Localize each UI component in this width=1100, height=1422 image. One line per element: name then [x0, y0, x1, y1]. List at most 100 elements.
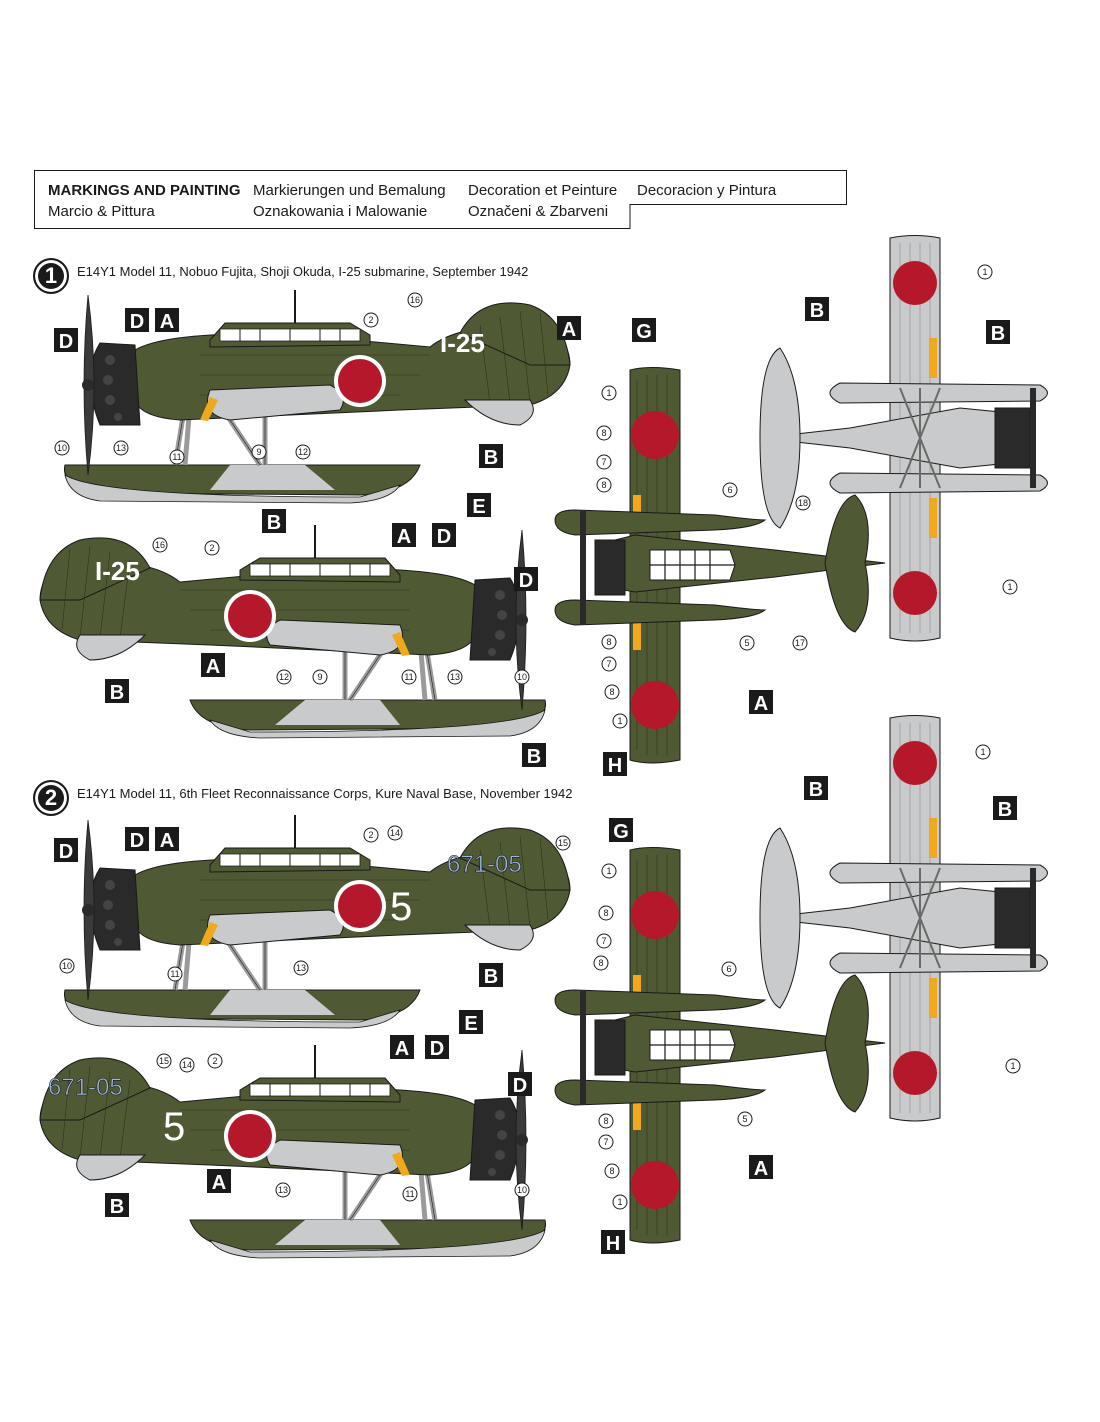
label-a: A: [557, 316, 581, 341]
svg-text:7: 7: [603, 1137, 608, 1147]
scheme-1-number: 1: [33, 258, 69, 294]
label-b: B: [986, 320, 1010, 345]
svg-text:1: 1: [1010, 1061, 1015, 1071]
label-b: B: [993, 796, 1017, 821]
callout-10: 10: [59, 958, 75, 974]
svg-text:15: 15: [558, 838, 568, 848]
title-es: Decoracion y Pintura: [637, 182, 777, 199]
label-a: A: [392, 523, 416, 548]
svg-text:11: 11: [404, 672, 413, 682]
callout-16: 16: [152, 537, 168, 553]
svg-text:B: B: [267, 512, 281, 534]
callout-1: 1: [975, 744, 991, 760]
callout-8: 8: [601, 634, 617, 650]
callout-11: 11: [401, 669, 417, 685]
label-g: G: [609, 818, 633, 843]
callout-10: 10: [54, 440, 70, 456]
svg-text:2: 2: [209, 543, 214, 553]
label-b: B: [805, 297, 829, 322]
label-d: D: [425, 1035, 449, 1060]
callout-12: 12: [295, 444, 311, 460]
svg-text:A: A: [206, 656, 220, 678]
label-b: B: [262, 509, 286, 534]
svg-text:1: 1: [606, 388, 611, 398]
label-e: E: [467, 493, 491, 518]
svg-text:15: 15: [159, 1056, 169, 1066]
label-d: D: [54, 838, 78, 863]
callout-8: 8: [593, 955, 609, 971]
callout-1: 1: [612, 713, 628, 729]
scheme-2-fuselage-number-left: 5: [390, 885, 412, 929]
svg-text:2: 2: [368, 315, 373, 325]
svg-text:2: 2: [212, 1056, 217, 1066]
scheme-2-caption: E14Y1 Model 11, 6th Fleet Reconnaissance…: [77, 786, 573, 801]
svg-text:10: 10: [57, 443, 67, 453]
callout-13: 13: [113, 440, 129, 456]
svg-text:1: 1: [982, 267, 987, 277]
callout-10: 10: [514, 669, 530, 685]
svg-text:14: 14: [390, 828, 400, 838]
callout-11: 11: [167, 966, 183, 982]
label-h: H: [603, 752, 627, 777]
svg-text:A: A: [160, 830, 174, 852]
svg-text:1: 1: [1007, 582, 1012, 592]
callout-14: 14: [387, 825, 403, 841]
scheme-2-bottom-view: [760, 716, 1048, 1122]
title-cz: Označeni & Zbarveni: [468, 203, 609, 220]
scheme-2-number: 2: [33, 780, 69, 816]
label-e: E: [459, 1010, 483, 1035]
svg-text:14: 14: [182, 1060, 192, 1070]
callout-11: 11: [169, 449, 185, 465]
label-b: B: [479, 444, 503, 469]
svg-text:17: 17: [795, 638, 805, 648]
callout-1: 1: [612, 1194, 628, 1210]
svg-text:16: 16: [410, 295, 420, 305]
svg-text:D: D: [59, 841, 73, 863]
callout-1: 1: [601, 863, 617, 879]
svg-text:G: G: [613, 821, 629, 843]
svg-text:2: 2: [368, 830, 373, 840]
title-en: MARKINGS AND PAINTING: [48, 182, 241, 199]
svg-text:D: D: [519, 570, 533, 592]
svg-text:5: 5: [742, 1114, 747, 1124]
scheme-1-bottom-view: [760, 236, 1048, 642]
svg-text:8: 8: [606, 637, 611, 647]
callout-8: 8: [598, 1113, 614, 1129]
label-a: A: [749, 1155, 773, 1180]
svg-text:A: A: [562, 319, 576, 341]
svg-text:8: 8: [601, 428, 606, 438]
svg-text:6: 6: [726, 964, 731, 974]
svg-text:9: 9: [256, 447, 261, 457]
svg-text:11: 11: [170, 969, 179, 979]
label-b: B: [105, 1193, 129, 1218]
svg-text:B: B: [991, 323, 1005, 345]
scheme-2-fuselage-number-right: 5: [163, 1105, 185, 1149]
label-a: A: [390, 1035, 414, 1060]
callout-6: 6: [721, 961, 737, 977]
callout-8: 8: [596, 477, 612, 493]
svg-text:H: H: [608, 755, 622, 777]
callout-5: 5: [739, 635, 755, 651]
svg-text:B: B: [484, 966, 498, 988]
scheme-1-tail-code-right: I-25: [95, 556, 140, 586]
callout-2: 2: [204, 540, 220, 556]
svg-text:E: E: [464, 1013, 477, 1035]
label-d: D: [508, 1072, 532, 1097]
svg-text:B: B: [998, 799, 1012, 821]
svg-text:B: B: [527, 746, 541, 768]
svg-text:8: 8: [609, 1166, 614, 1176]
svg-text:D: D: [430, 1038, 444, 1060]
svg-text:13: 13: [278, 1185, 288, 1195]
title-fr: Decoration et Peinture: [468, 182, 618, 199]
label-b: B: [522, 743, 546, 768]
svg-text:B: B: [110, 1196, 124, 1218]
svg-text:7: 7: [601, 936, 606, 946]
scheme-2-tail-code-left: 671-05: [447, 851, 522, 878]
svg-text:D: D: [130, 830, 144, 852]
svg-text:A: A: [160, 311, 174, 333]
callout-1: 1: [977, 264, 993, 280]
label-d: D: [432, 523, 456, 548]
callout-1: 1: [1005, 1058, 1021, 1074]
svg-text:1: 1: [606, 866, 611, 876]
